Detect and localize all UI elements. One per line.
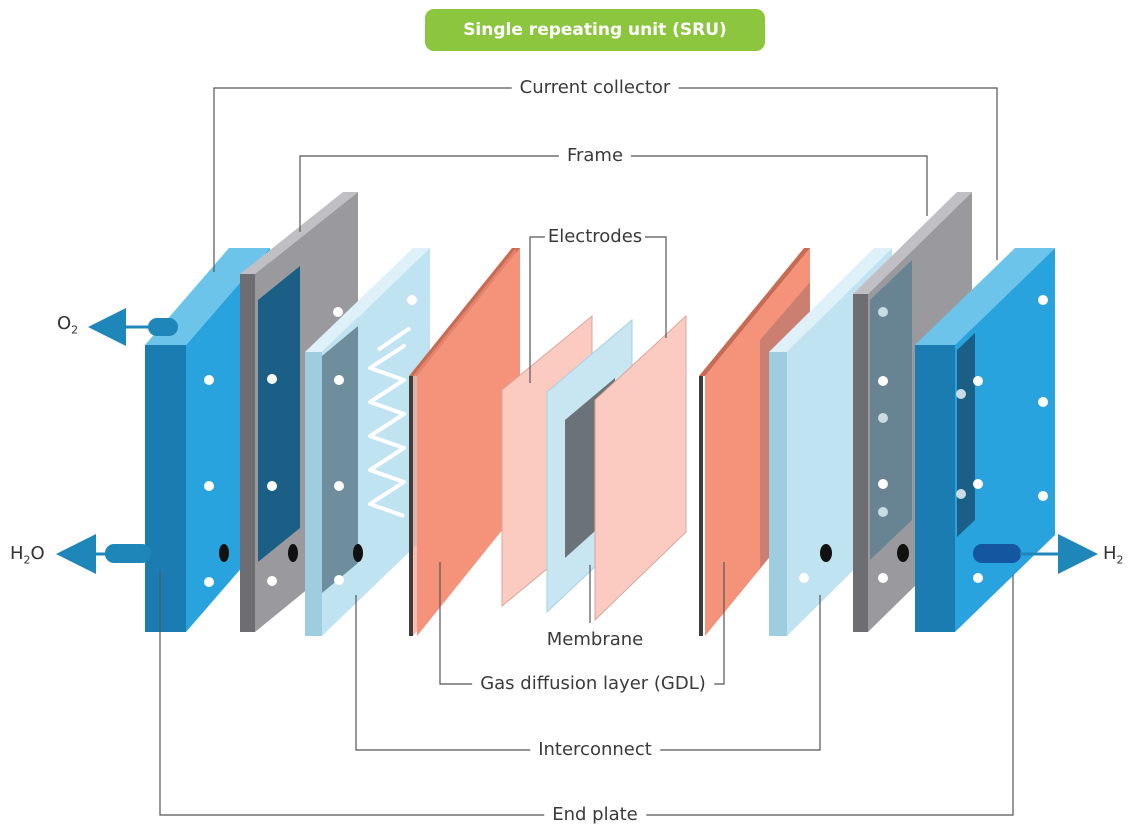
electrode-right	[594, 314, 687, 622]
gdl-label: Gas diffusion layer (GDL)	[472, 673, 714, 695]
h2o-outlet-arrow	[56, 534, 151, 574]
interconnect-label: Interconnect	[530, 739, 660, 761]
h2-label: H2	[1103, 543, 1124, 567]
electrodes-leader-left	[529, 236, 545, 383]
frame-leader	[299, 155, 928, 232]
h2-outlet-arrow	[973, 534, 1098, 574]
sru-title-badge: Single repeating unit (SRU)	[425, 9, 765, 51]
membrane-label: Membrane	[543, 629, 647, 651]
interconnect-left	[305, 248, 430, 636]
frame-label: Frame	[558, 145, 632, 167]
end-plate-right	[915, 248, 1055, 632]
o2-outlet-arrow	[88, 308, 178, 346]
gdl-leader	[439, 562, 725, 685]
h2o-label: H2O	[10, 543, 45, 567]
current-collector-label: Current collector	[511, 77, 679, 99]
gdl-left	[409, 248, 520, 636]
electrodes-leader-right	[645, 236, 667, 338]
end-plate-label: End plate	[544, 804, 646, 826]
electrodes-label: Electrodes	[544, 226, 646, 248]
o2-label: O2	[57, 313, 79, 337]
